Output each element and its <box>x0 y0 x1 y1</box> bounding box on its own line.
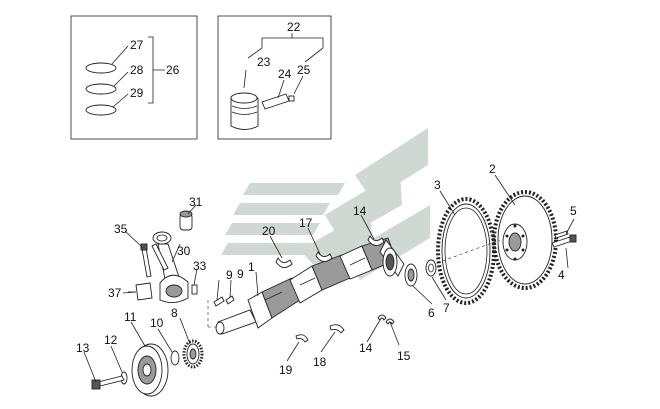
rear-seal <box>404 263 418 287</box>
ring-27 <box>85 62 117 74</box>
label-26: 26 <box>166 63 180 77</box>
label-33: 33 <box>193 259 207 273</box>
ring-29 <box>85 104 117 116</box>
bearing-shell-18 <box>329 324 345 334</box>
conrod-nut <box>191 284 198 295</box>
label-5: 5 <box>570 204 577 218</box>
conrod-bushing <box>179 210 193 231</box>
pilot-bearing <box>425 259 437 277</box>
label-1: 1 <box>248 260 255 274</box>
label-20: 20 <box>262 224 276 238</box>
label-12: 12 <box>104 333 118 347</box>
label-10: 10 <box>150 316 164 330</box>
label-31: 31 <box>189 195 203 209</box>
conrod-bolt <box>140 243 152 278</box>
label-27: 27 <box>130 38 144 52</box>
flywheel <box>492 190 558 290</box>
bearing-shell-20 <box>275 257 293 268</box>
label-17: 17 <box>299 216 313 230</box>
inset-piston <box>217 15 332 140</box>
piston <box>230 97 259 130</box>
conrod-bearing-cap <box>128 282 153 301</box>
label-35: 35 <box>114 222 128 236</box>
label-3: 3 <box>434 178 441 192</box>
label-37: 37 <box>108 286 122 300</box>
thrust-washers <box>377 314 395 325</box>
label-14a: 14 <box>353 204 367 218</box>
bearing-shell-17 <box>315 251 333 262</box>
bearing-shell-14-top <box>367 235 385 246</box>
label-11: 11 <box>124 310 137 324</box>
label-8: 8 <box>171 306 178 320</box>
label-19: 19 <box>279 363 293 377</box>
label-7: 7 <box>443 301 450 315</box>
leader-lines <box>83 174 575 383</box>
label-14b: 14 <box>359 341 373 355</box>
timing-gear <box>182 339 204 369</box>
label-29: 29 <box>130 86 144 100</box>
label-22: 22 <box>287 20 301 34</box>
ring-gear <box>436 197 496 305</box>
label-30: 30 <box>177 244 191 258</box>
crankshaft <box>215 237 405 335</box>
pin-clip <box>288 95 295 102</box>
flywheel-bolts <box>551 230 577 248</box>
piston-pin <box>261 93 290 110</box>
ring-28 <box>85 83 117 95</box>
bearing-shell-19 <box>295 334 309 343</box>
label-9b: 9 <box>237 267 244 281</box>
label-2: 2 <box>489 162 496 176</box>
label-24: 24 <box>278 67 292 81</box>
pulley-bolt <box>91 371 128 390</box>
label-9a: 9 <box>226 268 233 282</box>
label-23: 23 <box>257 55 271 69</box>
label-13: 13 <box>76 341 90 355</box>
label-6: 6 <box>428 306 435 320</box>
damper-pulley <box>131 343 169 397</box>
spacer <box>170 350 180 366</box>
connecting-rod <box>151 231 189 303</box>
label-25: 25 <box>297 63 311 77</box>
label-28: 28 <box>130 63 144 77</box>
label-15: 15 <box>397 349 411 363</box>
inset-piston-rings <box>70 15 198 140</box>
callout-labels: 1 2 3 4 5 6 7 8 9 9 10 11 12 13 14 14 15… <box>76 20 577 377</box>
label-4: 4 <box>558 268 565 282</box>
label-18: 18 <box>313 355 327 369</box>
